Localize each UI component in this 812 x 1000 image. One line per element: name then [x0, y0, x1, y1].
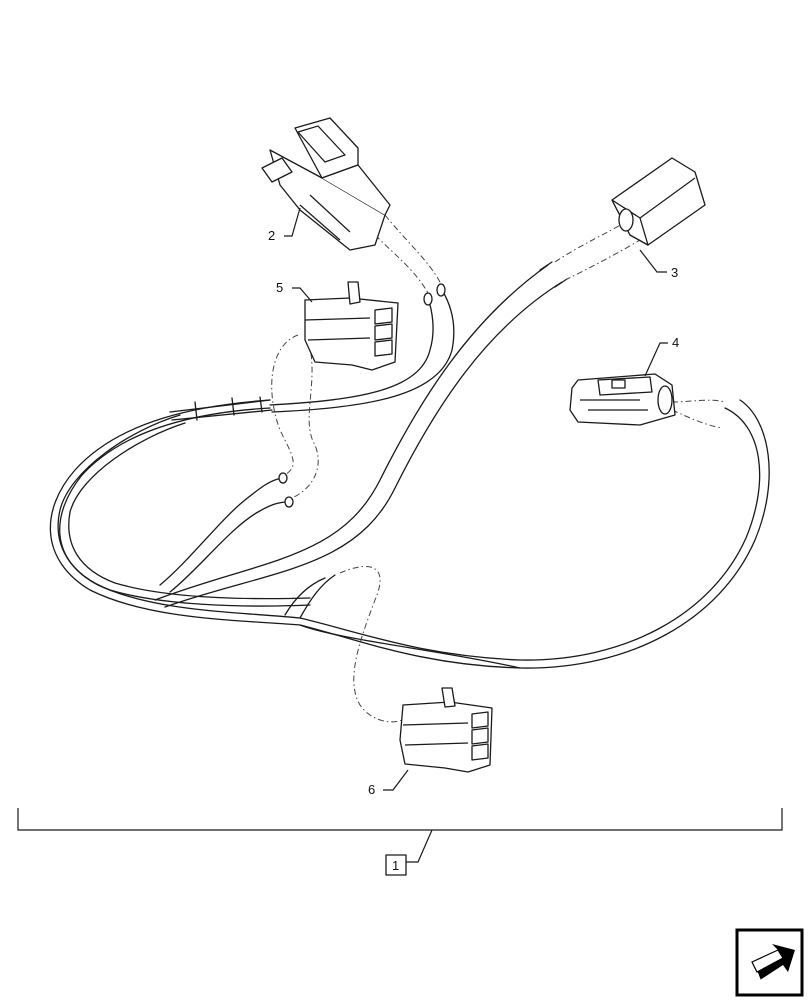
connector-3[interactable] — [611, 157, 706, 246]
callout-6: 6 — [368, 782, 375, 797]
callout-labels: 2 5 3 4 6 1 — [268, 228, 679, 876]
callout-5: 5 — [276, 280, 283, 295]
next-page-button[interactable] — [735, 928, 804, 997]
callout-4: 4 — [672, 335, 679, 350]
callout-2: 2 — [268, 228, 275, 243]
arrow-right-icon — [751, 944, 795, 981]
dashed-links — [271, 214, 726, 723]
connector-5[interactable] — [304, 281, 399, 371]
callout-leaders — [17, 207, 783, 863]
wire-bundle — [49, 261, 770, 669]
connector-2[interactable] — [261, 117, 391, 251]
connector-4[interactable] — [569, 373, 676, 426]
callout-1: 1 — [392, 858, 399, 873]
callout-3: 3 — [671, 265, 678, 280]
connector-6[interactable] — [399, 687, 493, 773]
callout-1-box — [385, 854, 407, 876]
